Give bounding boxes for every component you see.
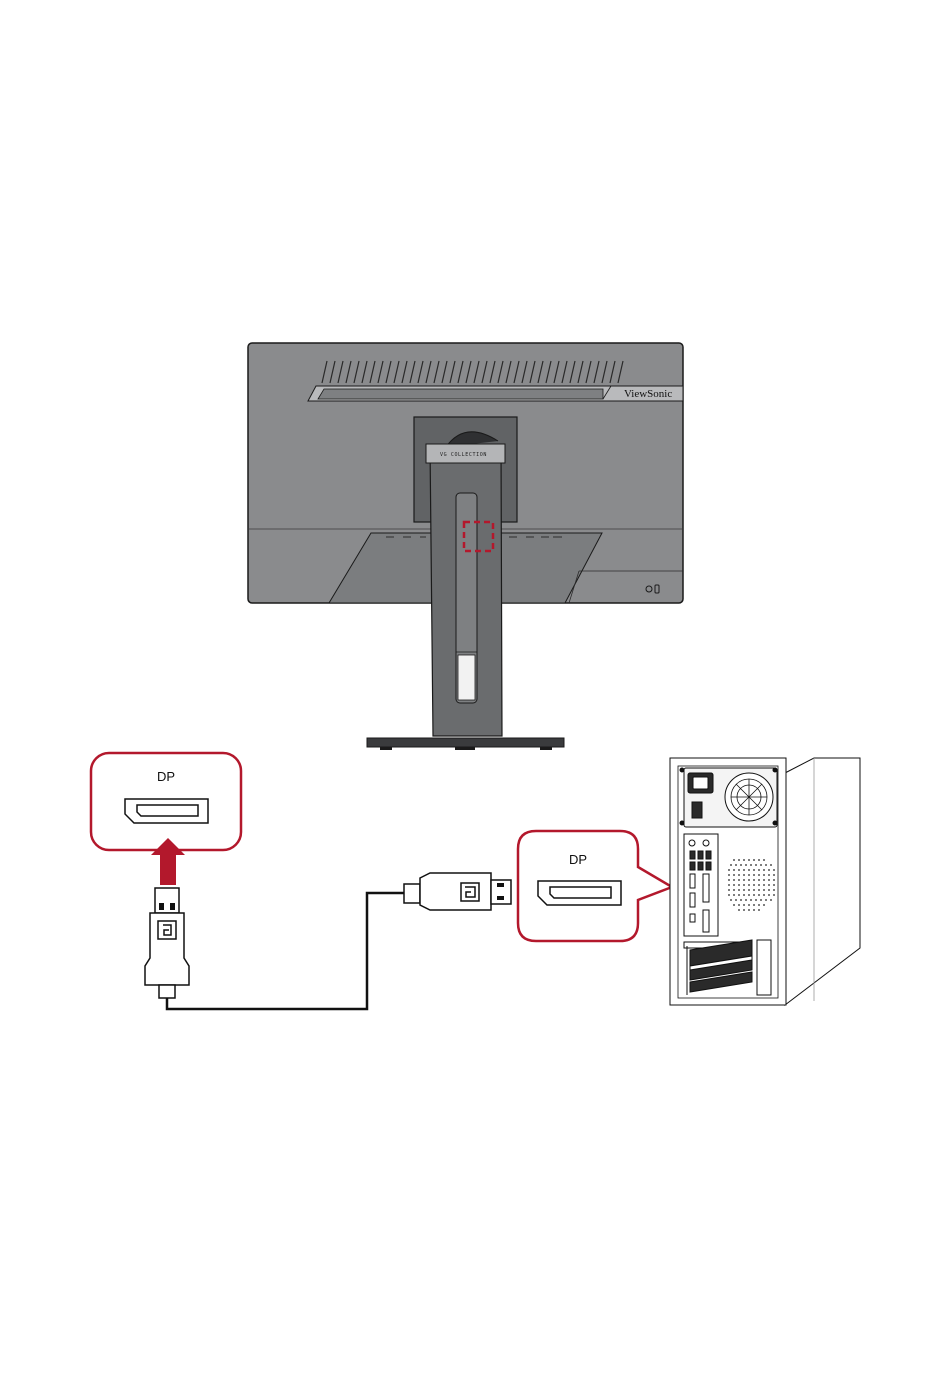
io-shield — [684, 834, 718, 936]
desktop-computer — [670, 758, 860, 1005]
displayport-port-icon — [125, 799, 208, 823]
monitor-rear-view: ViewSonic VG COLLECTION — [248, 343, 683, 750]
computer-side-panel — [785, 758, 860, 1005]
monitor-brand-strip-inner — [318, 389, 603, 399]
displayport-plug-computer — [404, 873, 511, 910]
displayport-plug-monitor — [145, 888, 189, 998]
series-label: VG COLLECTION — [440, 452, 487, 458]
monitor-dp-label: DP — [157, 769, 175, 784]
computer-dp-callout: DP — [518, 831, 672, 941]
displayport-port-icon — [538, 881, 621, 905]
displayport-cable — [167, 893, 404, 1009]
monitor-dp-callout: DP — [91, 753, 241, 850]
computer-dp-label: DP — [569, 852, 587, 867]
brand-logo: ViewSonic — [624, 388, 672, 400]
stand-base — [367, 738, 564, 747]
